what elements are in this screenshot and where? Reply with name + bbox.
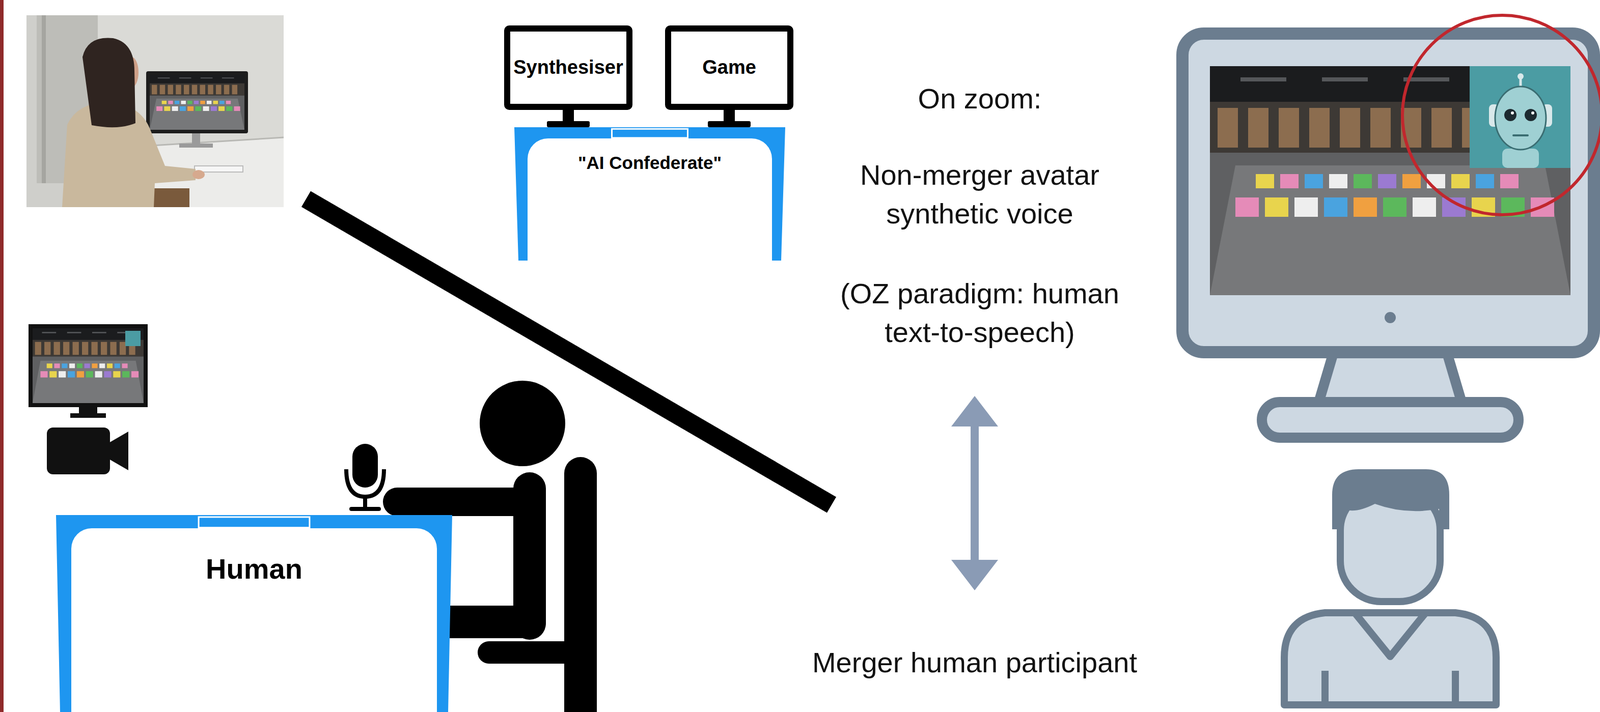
annotation-text: (OZ paradigm: human text-to-speech) <box>826 274 1133 352</box>
photo-hand <box>192 170 205 180</box>
small-monitor-stand <box>78 407 98 415</box>
mic-holder <box>346 469 384 498</box>
node-label: Synthesiser <box>513 56 623 79</box>
photo-wall <box>26 15 284 208</box>
monitor-base <box>546 121 590 128</box>
photo-hair <box>82 37 136 128</box>
avatar-head <box>1495 86 1547 150</box>
person-body <box>1284 613 1497 706</box>
figure-arm <box>397 487 530 517</box>
annotation-text: Non-merger avatar synthetic voice <box>837 155 1123 234</box>
monitor-box: Game <box>665 25 794 128</box>
small-monitor-screen <box>32 328 144 404</box>
monitor-base <box>707 121 751 128</box>
person-arm-line <box>1321 671 1329 706</box>
lab-photo <box>26 15 284 208</box>
small-monitor-base <box>70 413 106 419</box>
avatar-antenna-tip <box>1517 73 1524 80</box>
mic-capsule <box>352 444 378 488</box>
monitor-stand <box>723 109 735 123</box>
annotation-text: On zoom: <box>847 79 1113 119</box>
photo-door-frame <box>41 15 46 184</box>
avatar-neck <box>1502 148 1539 169</box>
avatar-eye <box>1504 108 1517 122</box>
avatar-eye <box>1524 108 1537 122</box>
node-label: "AI Confederate" <box>577 152 722 174</box>
figure-head <box>479 380 566 467</box>
desk-drawer <box>612 128 688 139</box>
monitor-frame <box>507 28 630 107</box>
monitor-frame <box>1182 33 1594 353</box>
photo-monitor <box>146 71 248 134</box>
avatar-mouth <box>1513 134 1528 137</box>
microphone <box>346 444 384 510</box>
highlight-circle <box>1402 15 1600 215</box>
person-icon <box>1284 469 1497 706</box>
desk-drawer <box>198 517 310 529</box>
monitor-screen <box>1209 66 1571 296</box>
person-hair <box>1332 469 1450 530</box>
photo-monitor-stand <box>191 131 201 146</box>
monitor-dot <box>1384 312 1396 324</box>
photo-monitor-screen <box>149 74 245 130</box>
photo-monitor-base <box>179 143 213 148</box>
annotation-text: Merger human participant <box>770 643 1179 683</box>
monitor-frame <box>668 28 791 107</box>
monitor-neck <box>1317 350 1463 406</box>
small-monitor-avatar <box>125 330 141 347</box>
chair-seat <box>488 641 581 665</box>
node-outline <box>514 127 786 261</box>
double-arrow <box>951 396 999 591</box>
node-label: Game <box>702 56 757 79</box>
chair-back <box>564 473 597 712</box>
avatar-eye-glint <box>1510 111 1514 115</box>
mic-base <box>351 507 379 512</box>
monitor-base <box>1261 402 1519 438</box>
desk-inner <box>71 528 437 712</box>
small-monitor-frame <box>28 324 148 408</box>
arrow-head <box>951 560 999 591</box>
page-border <box>0 0 4 712</box>
participant-monitor <box>1182 15 1600 438</box>
avatar-tile <box>1469 66 1571 169</box>
person-arm-line <box>1451 671 1459 706</box>
camera-lens <box>108 431 129 471</box>
desk-box: "AI Confederate" <box>514 127 786 261</box>
node-label: Human <box>205 553 303 586</box>
node-outline <box>56 515 453 712</box>
desk-inner <box>527 138 772 303</box>
arrow-head <box>951 396 999 427</box>
monitor-stand <box>562 109 574 123</box>
desk-box: Human <box>56 515 453 712</box>
arrow-shaft <box>970 425 979 562</box>
monitor-box: Synthesiser <box>504 25 633 128</box>
avatar-eye-glint <box>1531 111 1535 115</box>
camera-body <box>46 427 110 475</box>
person-collar <box>1355 614 1425 657</box>
